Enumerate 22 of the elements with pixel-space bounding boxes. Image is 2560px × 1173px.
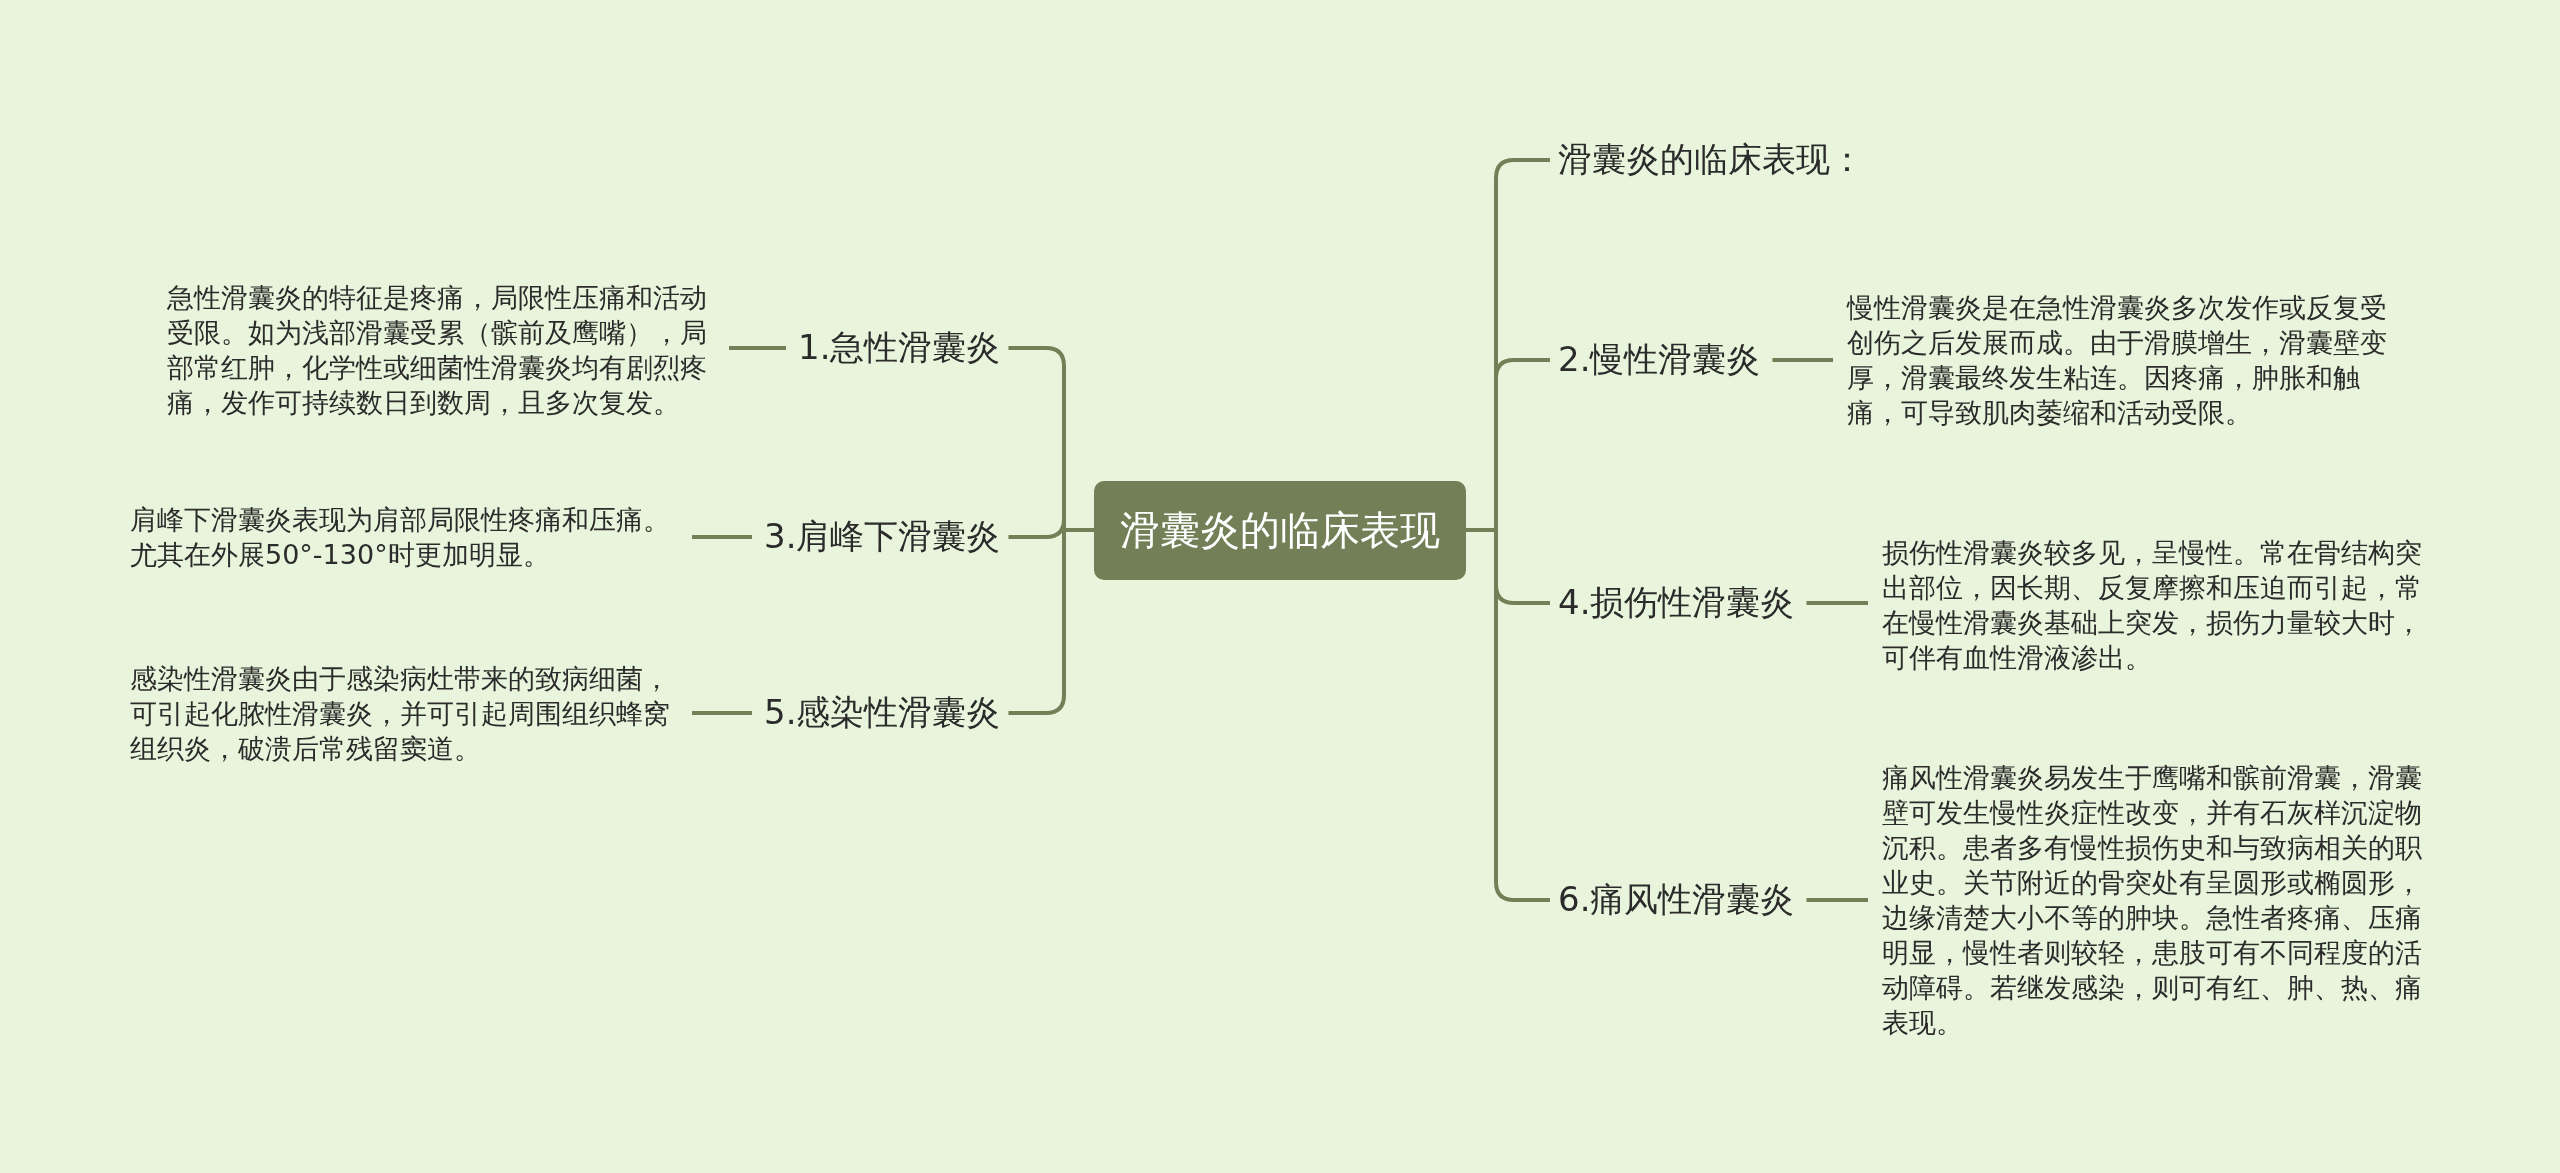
connector-line [1466,528,1550,902]
connector-line [1806,601,1868,605]
description-text: 慢性滑囊炎是在急性滑囊炎多次发作或反复受创伤之后发展而成。由于滑膜增生，滑囊壁变厚，滑囊最终发生粘连。因疼痛，肿胀和触痛，可导致肌肉萎缩和活动受限。 [1847,290,2395,430]
connector-line [692,535,752,539]
description-text: 损伤性滑囊炎较多见，呈慢性。常在骨结构突出部位，因长期、反复摩擦和压迫而引起，常在慢性滑囊炎基础上突发，损伤力量较大时，可伴有血性滑液渗出。 [1882,535,2430,675]
topic-label: 4.损伤性滑囊炎 [1558,580,1795,626]
connector-line [1772,358,1833,362]
topic-label: 滑囊炎的临床表现： [1558,137,1864,183]
connector-line [729,346,786,350]
topic-label: 5.感染性滑囊炎 [764,690,1001,736]
central-topic-box: 滑囊炎的临床表现 [1094,480,1466,580]
topic-label: 1.急性滑囊炎 [798,325,1001,371]
description-text: 急性滑囊炎的特征是疼痛，局限性压痛和活动受限。如为浅部滑囊受累（髌前及鹰嘴），局部常红肿，化学性或细菌性滑囊炎均有剧烈疼痛，发作可持续数日到数周，且多次复发。 [167,280,715,420]
topic-label: 2.慢性滑囊炎 [1558,337,1761,383]
connector-line [692,711,752,715]
description-text: 感染性滑囊炎由于感染病灶带来的致病细菌，可引起化脓性滑囊炎，并可引起周围组织蜂窝组织炎，破溃后常残留窦道。 [130,660,678,766]
topic-label: 3.肩峰下滑囊炎 [764,514,1001,560]
connector-line [1806,898,1868,902]
description-text: 痛风性滑囊炎易发生于鹰嘴和髌前滑囊，滑囊壁可发生慢性炎症性改变，并有石灰样沉淀物沉积。患者多有慢性损伤史和与致病相关的职业史。关节附近的骨突处有呈圆形或椭圆形，边缘清楚大小不等的肿块。急性者疼痛、压痛明显，慢性者则较轻，患肢可有不同程度的活动障碍。若继发感染，则可有红、肿、热、痛表现。 [1882,760,2430,1040]
description-text: 肩峰下滑囊炎表现为肩部局限性疼痛和压痛。尤其在外展50°-130°时更加明显。 [130,502,678,572]
connector-line [1008,528,1094,715]
topic-label: 6.痛风性滑囊炎 [1558,877,1795,923]
